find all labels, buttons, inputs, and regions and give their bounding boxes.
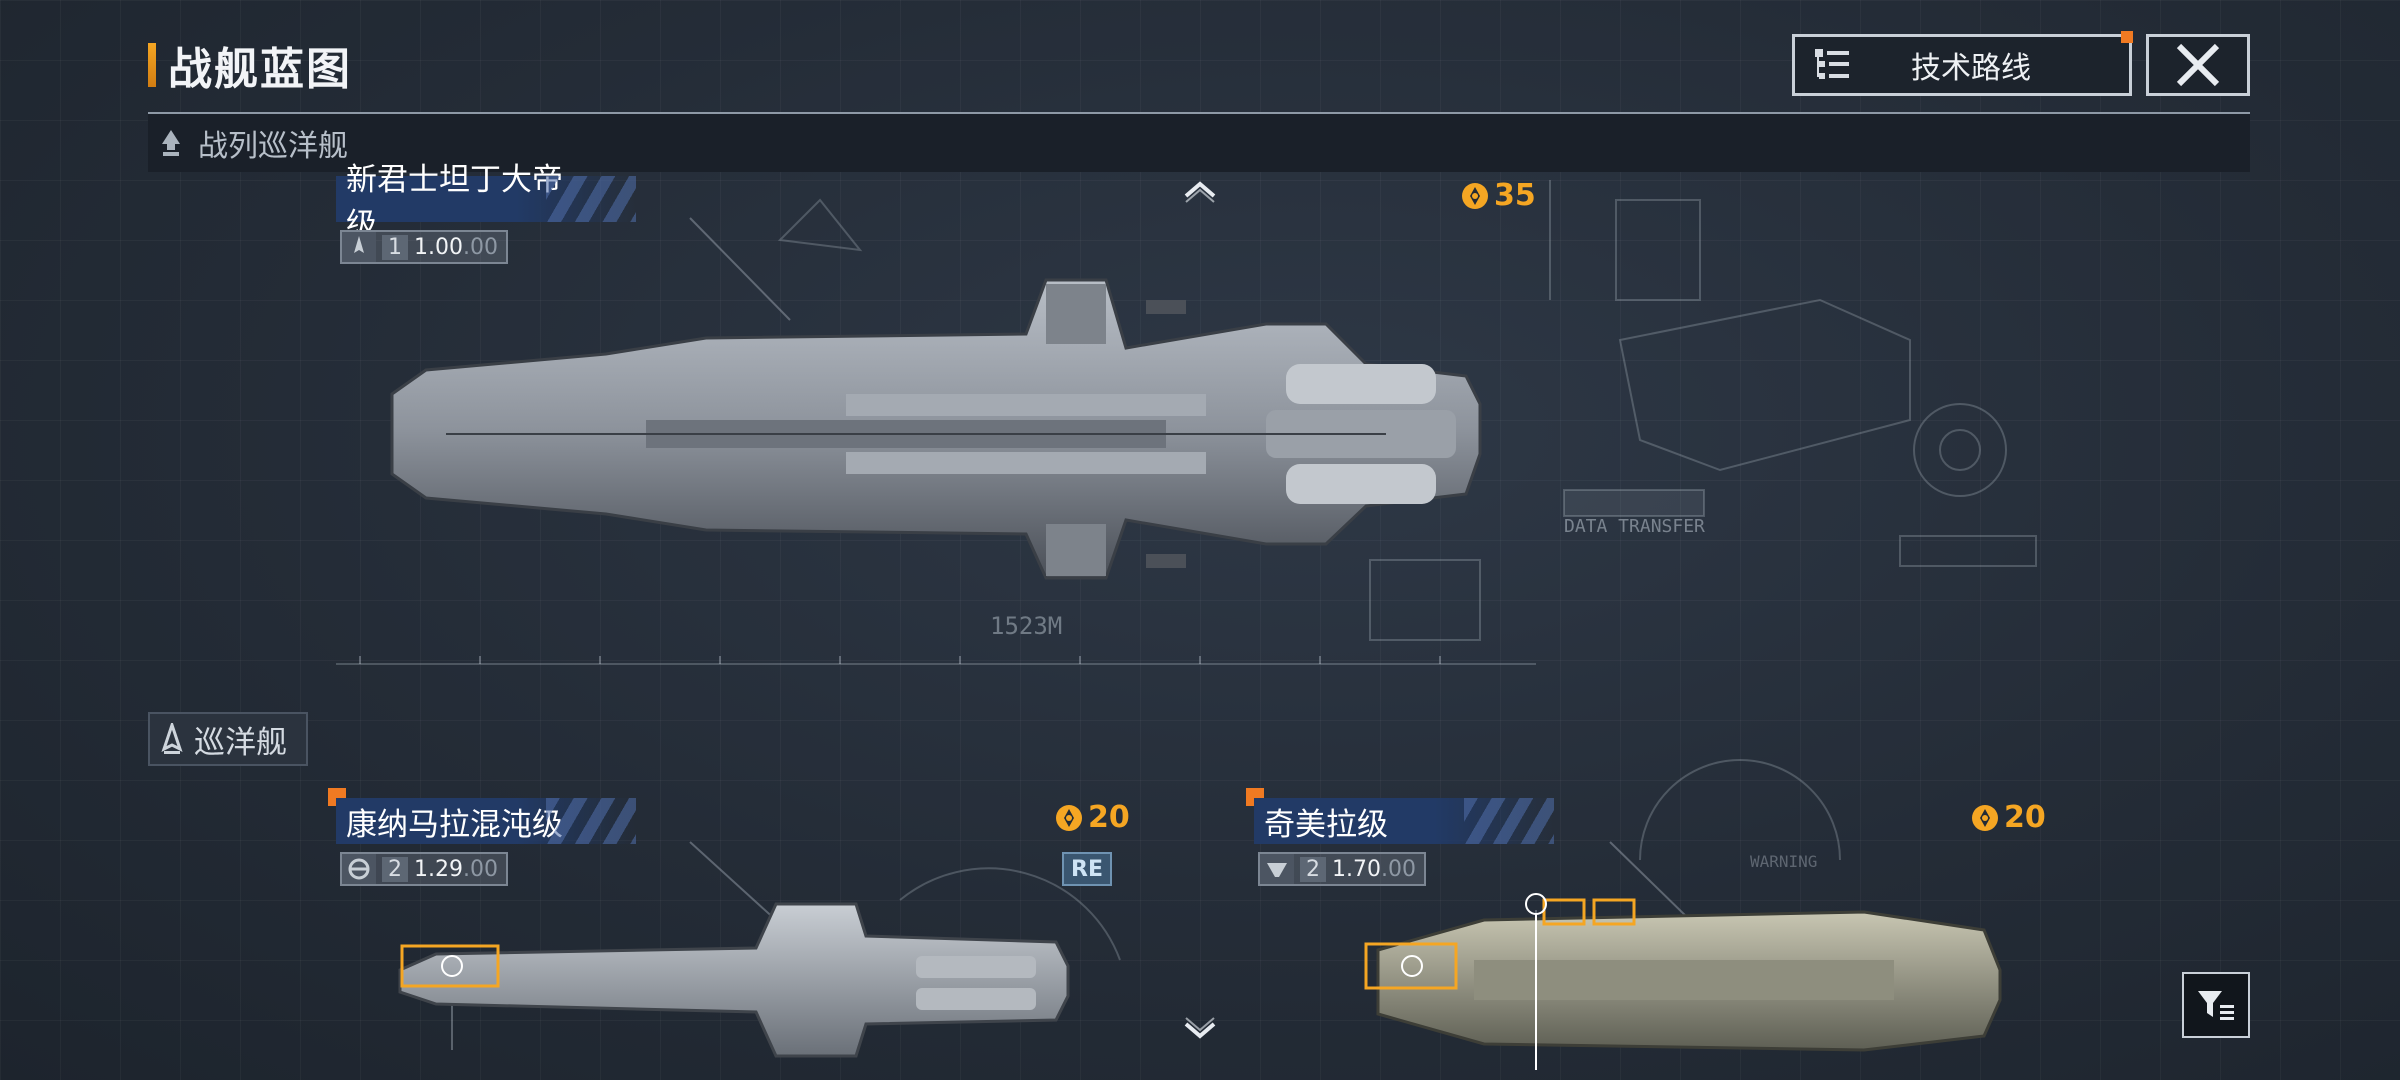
data-transfer-text: DATA TRANSFER (1564, 516, 1705, 537)
section-cruiser-label: 巡洋舰 (194, 724, 287, 761)
ship-name-plate: 奇美拉级 (1254, 798, 1554, 844)
ship-type-icon (342, 854, 376, 884)
ship-card-chimera[interactable]: 奇美拉级 2 1.70.00 20 (1254, 796, 2046, 1080)
ship-name: 康纳马拉混沌级 (346, 806, 563, 843)
close-icon (2176, 43, 2220, 87)
warning-text: WARNING (1750, 852, 1818, 871)
blueprint-currency-icon (1462, 182, 1488, 209)
ship-name-plate: 新君士坦丁大帝级 (336, 162, 636, 243)
ship-cost-value: 35 (1494, 178, 1536, 213)
tech-tree-icon (1815, 49, 1849, 79)
section-battlecruiser-label: 战列巡洋舰 (198, 129, 348, 164)
ship-value-main: 1.70 (1332, 856, 1381, 882)
scroll-up-icon[interactable] (1182, 178, 1218, 204)
filter-button[interactable] (2182, 972, 2250, 1038)
ship-value: 1.00.00 (414, 235, 506, 260)
battlecruiser-class-icon (162, 130, 180, 156)
page-title: 战舰蓝图 (148, 36, 352, 95)
length-text: 1523M (990, 612, 1063, 640)
header-divider (148, 112, 2250, 114)
tech-route-button[interactable]: 技术路线 (1792, 31, 2133, 96)
ship-level: 1 (382, 234, 408, 260)
ship-card-connemara[interactable]: 康纳马拉混沌级 2 1.29.00 20 (336, 796, 1130, 1080)
ship-value-dim: .00 (462, 856, 498, 882)
ship-image (398, 902, 1070, 1058)
ship-level: 2 (382, 856, 408, 882)
ship-cost: 20 (1970, 800, 2046, 835)
ship-type-icon (342, 232, 376, 262)
ship-value-main: 1.00 (414, 234, 463, 260)
blueprint-currency-icon (1972, 804, 1998, 831)
cruiser-class-icon (161, 723, 183, 754)
title-accent-bar (148, 43, 156, 87)
section-battlecruiser: 战列巡洋舰 (148, 114, 2250, 172)
ship-value-dim: .00 (1380, 856, 1416, 882)
ship-info-box: 2 1.70.00 (1258, 852, 1426, 886)
ship-name: 奇美拉级 (1264, 806, 1388, 843)
tech-route-label: 技术路线 (1911, 51, 2031, 86)
name-stripes (546, 176, 636, 222)
re-badge: RE (1062, 852, 1112, 886)
ship-value-main: 1.29 (414, 856, 463, 882)
ship-value: 1.29.00 (414, 857, 506, 882)
close-button[interactable] (2146, 34, 2250, 96)
ship-value: 1.70.00 (1332, 857, 1424, 882)
ship-value-dim: .00 (462, 234, 498, 260)
blueprint-currency-icon (1056, 804, 1082, 831)
ship-cost-value: 20 (2004, 800, 2046, 835)
scroll-down-icon[interactable] (1182, 1016, 1218, 1042)
ship-image (390, 278, 1482, 580)
filter-icon (2198, 991, 2234, 1020)
ship-cost-value: 20 (1088, 800, 1130, 835)
name-stripes (1464, 798, 1554, 844)
ship-info-box: 2 1.29.00 (340, 852, 508, 886)
ship-name: 新君士坦丁大帝级 (346, 162, 563, 243)
notification-dot (2121, 31, 2133, 43)
section-cruiser[interactable]: 巡洋舰 (148, 712, 308, 766)
ship-type-icon (1260, 854, 1294, 884)
ship-cost: 20 (1054, 800, 1130, 835)
name-stripes (546, 798, 636, 844)
page-title-text: 战舰蓝图 (168, 44, 352, 95)
ship-info-box: 1 1.00.00 (340, 230, 508, 264)
ship-card-constantine[interactable]: 新君士坦丁大帝级 1 1.00.00 35 (336, 162, 1536, 654)
ship-image (1364, 893, 2002, 1070)
ship-cost: 35 (1460, 178, 1536, 213)
ship-level: 2 (1300, 856, 1326, 882)
ship-name-plate: 康纳马拉混沌级 (336, 798, 636, 844)
